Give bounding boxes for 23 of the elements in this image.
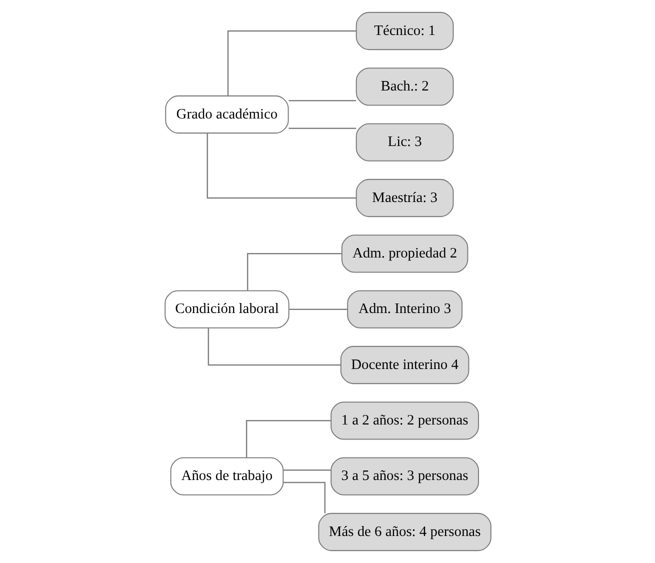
connector [288, 308, 347, 310]
node-box: Técnico: 1 [355, 12, 454, 50]
node-box: Bach.: 2 [355, 68, 454, 106]
node-box: Maestría: 3 [355, 178, 454, 218]
node-box: Años de trabajo [170, 457, 284, 496]
node-box: Grado académico [164, 95, 288, 134]
connector [288, 100, 356, 102]
connector [288, 128, 356, 130]
connector [226, 30, 356, 96]
node-box: Más de 6 años: 4 personas [318, 512, 491, 552]
connector [282, 482, 326, 514]
node-box: Adm. Interino 3 [346, 290, 462, 328]
node-box: 1 a 2 años: 2 personas [330, 402, 479, 440]
node-box: Condición laboral [164, 290, 289, 328]
node-box: Adm. propiedad 2 [340, 234, 468, 273]
connector [246, 253, 342, 290]
connector [206, 133, 356, 199]
node-box: 3 a 5 años: 3 personas [330, 457, 479, 496]
connector [207, 328, 340, 366]
node-box: Docente interino 4 [340, 346, 469, 384]
connector [282, 470, 330, 471]
node-box: Lic: 3 [355, 123, 454, 162]
connector [245, 420, 330, 458]
